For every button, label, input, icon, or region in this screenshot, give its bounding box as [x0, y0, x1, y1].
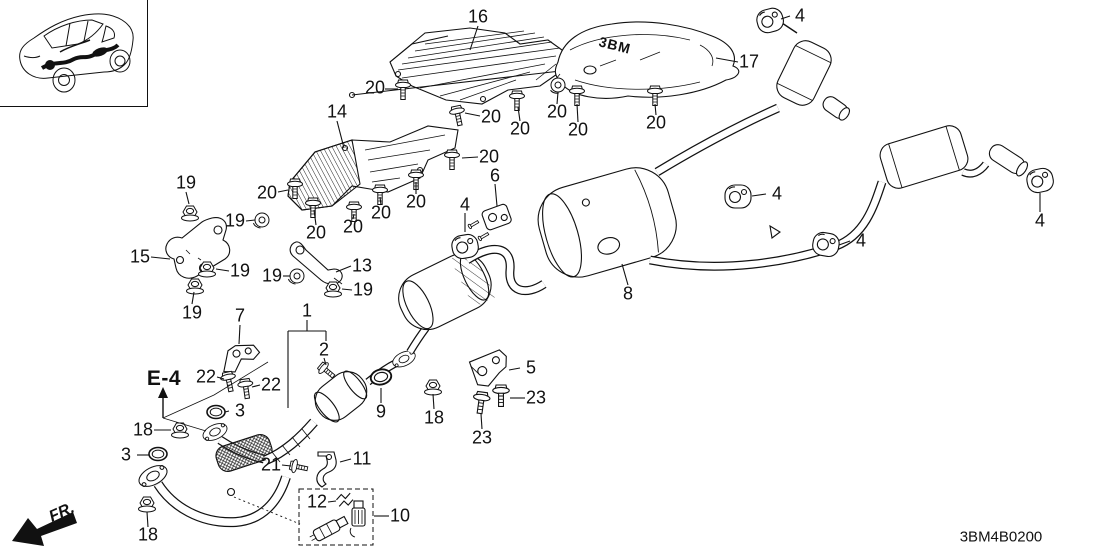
callout-17: 17 [738, 51, 760, 72]
mount-bracket-5 [468, 349, 507, 387]
oxygen-sensor [309, 515, 349, 542]
callout-19: 19 [181, 302, 203, 323]
dotted-leader [233, 496, 301, 525]
callout-9: 9 [375, 401, 387, 422]
callout-4: 4 [1034, 210, 1046, 231]
callout-12: 12 [306, 491, 328, 512]
callout-4: 4 [855, 230, 867, 251]
callout-20: 20 [645, 112, 667, 133]
callout-16: 16 [467, 6, 489, 27]
heat-shield-17: 3BM [535, 21, 740, 99]
callout-18: 18 [132, 419, 154, 440]
engine-ref-label: E-4 [146, 367, 182, 390]
callout-7: 7 [234, 305, 246, 326]
sensor-connector [349, 500, 366, 538]
callout-20: 20 [342, 216, 364, 237]
exhaust-highlight [40, 39, 120, 70]
callout-20: 20 [509, 118, 531, 139]
hanger-4-top-right [754, 5, 787, 36]
callout-13: 13 [351, 255, 373, 276]
hanger-bracket-6 [467, 203, 512, 242]
callout-18: 18 [423, 407, 445, 428]
callout-14: 14 [326, 101, 348, 122]
callout-18: 18 [137, 524, 159, 545]
mount-bracket-7 [223, 344, 261, 373]
callout-20: 20 [370, 202, 392, 223]
callout-20: 20 [364, 77, 386, 98]
callout-22: 22 [195, 366, 217, 387]
mount-bracket-11 [316, 451, 337, 488]
hanger-4-mid [724, 184, 752, 209]
callout-1: 1 [301, 300, 313, 321]
callout-20: 20 [546, 101, 568, 122]
callout-8: 8 [622, 283, 634, 304]
callout-19: 19 [261, 265, 283, 286]
dashed-detail-box [298, 488, 374, 546]
callout-21: 21 [260, 454, 282, 475]
callout-10: 10 [389, 505, 411, 526]
callout-4: 4 [459, 194, 471, 215]
callout-19: 19 [229, 260, 251, 281]
callout-2: 2 [318, 339, 330, 360]
callout-5: 5 [525, 357, 537, 378]
callout-6: 6 [489, 165, 501, 186]
leader-lines [137, 15, 1041, 528]
callout-20: 20 [256, 182, 278, 203]
callout-19: 19 [175, 172, 197, 193]
mount-bracket-13 [289, 241, 343, 285]
o2-sensor-group [233, 488, 374, 546]
callout-20: 20 [305, 222, 327, 243]
diagram-code: 3BM4B0200 [959, 528, 1043, 546]
callout-20: 20 [405, 191, 427, 212]
front-direction-arrow [12, 512, 77, 546]
callout-19: 19 [224, 210, 246, 231]
callout-23: 23 [471, 427, 493, 448]
clip-12 [336, 492, 354, 507]
callout-20: 20 [478, 146, 500, 167]
callout-4: 4 [771, 183, 783, 204]
hanger-4-tail [1024, 165, 1056, 195]
callout-15: 15 [129, 246, 151, 267]
shield-marking-text: 3BM [597, 33, 632, 56]
callout-22: 22 [260, 374, 282, 395]
engine-ref-arrow [158, 361, 269, 432]
callout-11: 11 [352, 448, 372, 469]
callout-4: 4 [794, 5, 806, 26]
callout-19: 19 [352, 279, 374, 300]
middle-muffler [398, 245, 547, 331]
callout-3: 3 [234, 400, 246, 421]
callout-3: 3 [120, 444, 132, 465]
heat-shield-14 [287, 125, 459, 211]
vehicle-thumbnail [0, 0, 148, 107]
callout-20: 20 [480, 106, 502, 127]
front-pipe-assembly [135, 325, 430, 528]
callout-23: 23 [525, 387, 547, 408]
main-muffler-8 [537, 167, 677, 278]
callout-20: 20 [567, 119, 589, 140]
heat-shield-16 [348, 27, 579, 105]
